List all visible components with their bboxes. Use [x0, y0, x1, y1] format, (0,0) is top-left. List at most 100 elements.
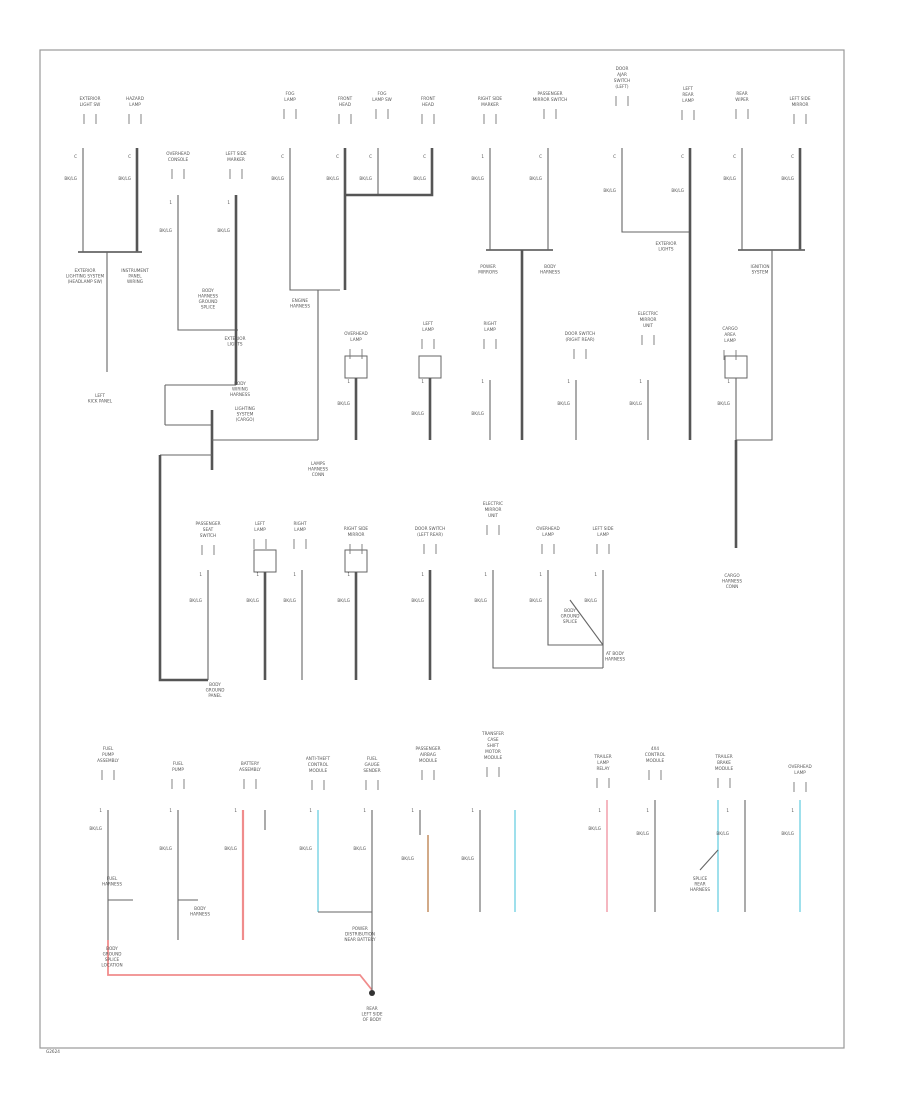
- pin-number-label: 1: [539, 572, 542, 577]
- component-label: AJAR: [617, 72, 627, 77]
- component-label: LAMP SW: [372, 97, 392, 102]
- splice-note-label: NEAR BATTERY: [344, 937, 376, 942]
- splice-note-label: HARNESS: [198, 294, 218, 299]
- component-label: TRAILER: [593, 754, 611, 759]
- splice-note-label: (CARGO): [236, 417, 255, 422]
- component-label: LAMP: [294, 527, 306, 532]
- splice-note-label: BODY: [202, 288, 214, 293]
- wire-color-label: BK/LG: [411, 411, 424, 416]
- connector-bracket: [83, 114, 97, 124]
- component-label: SWITCH: [614, 78, 630, 83]
- component-label: LAMP: [724, 338, 736, 343]
- connector-bracket: [641, 335, 655, 345]
- splice-note-label: REAR: [366, 1006, 377, 1011]
- splice-note-label: LIGHTS: [658, 247, 674, 252]
- wire-color-label: BK/LG: [461, 856, 474, 861]
- pin-number-label: 1: [421, 572, 424, 577]
- wire-color-label: BK/LG: [271, 176, 284, 181]
- component-label: MODULE: [646, 758, 665, 763]
- pin-number-label: C: [791, 154, 794, 159]
- wire-color-label: BK/LG: [723, 176, 736, 181]
- pin-number-label: C: [733, 154, 736, 159]
- wire-color-label: BK/LG: [529, 598, 542, 603]
- component-label: LAMP: [350, 337, 362, 342]
- wire-color-label: BK/LG: [557, 401, 570, 406]
- wire-color-label: BK/LG: [159, 846, 172, 851]
- component-label: MOTOR: [485, 749, 501, 754]
- splice-note-label: WIRING: [232, 387, 248, 392]
- splice-note-label: SPLICE: [563, 619, 578, 624]
- splice-note-label: ENGINE: [292, 298, 308, 303]
- middle-row-2-wiring: [207, 549, 604, 680]
- splice-note-label: OF BODY: [363, 1017, 382, 1022]
- splice-note-label: EXTERIOR: [656, 241, 677, 246]
- wire-color-label: BK/LG: [471, 411, 484, 416]
- connector-bracket: [615, 96, 629, 106]
- connector-bracket: [648, 770, 662, 780]
- wire-color-label: BK/LG: [413, 176, 426, 181]
- connector-bracket: [253, 539, 267, 549]
- connector-bracket: [283, 109, 297, 119]
- component-label: HAZARD: [126, 96, 144, 101]
- wire-color-label: BK/LG: [283, 598, 296, 603]
- connector-bracket: [365, 780, 379, 790]
- connector-bracket: [486, 767, 500, 777]
- component-label: FOG: [286, 91, 295, 96]
- wire-color-label: BK/LG: [629, 401, 642, 406]
- connector-bracket: [128, 114, 142, 124]
- splice-note-label: GROUND: [561, 614, 580, 619]
- connector-bracket: [171, 169, 185, 179]
- component-label: LAMP: [682, 98, 694, 103]
- component-label: REAR: [682, 92, 693, 97]
- splice-note-label: HARNESS: [605, 657, 625, 662]
- connector-bracket: [793, 782, 807, 792]
- splice-note-label: POWER: [352, 926, 368, 931]
- component-label: SENDER: [363, 768, 380, 773]
- connector-bracket: [421, 770, 435, 780]
- splice-note-label: CONN: [312, 472, 325, 477]
- pin-number-label: 1: [471, 808, 474, 813]
- connector-bracket: [483, 114, 497, 124]
- component-label: MIRROR SWITCH: [533, 97, 568, 102]
- pin-number-label: C: [539, 154, 542, 159]
- component-label: GAUGE: [364, 762, 379, 767]
- component-label: LAMP: [422, 327, 434, 332]
- component-label: SEAT: [203, 527, 214, 532]
- pin-number-label: C: [613, 154, 616, 159]
- component-label: LAMP: [597, 760, 609, 765]
- component-label: FUEL: [173, 761, 184, 766]
- component-label: LAMP: [542, 532, 554, 537]
- connector-bracket: [541, 544, 555, 554]
- wire-color-label: BK/LG: [353, 846, 366, 851]
- splice-note-label: BODY: [564, 608, 576, 613]
- component-label: OVERHEAD: [344, 331, 368, 336]
- component-label: BATTERY: [241, 761, 260, 766]
- component-label: LAMP: [254, 527, 266, 532]
- splice-note-label: HARNESS: [722, 579, 742, 584]
- component-label: LEFT: [683, 86, 693, 91]
- pin-number-label: C: [681, 154, 684, 159]
- wire-color-label: BK/LG: [401, 856, 414, 861]
- wire-color-label: BK/LG: [224, 846, 237, 851]
- pin-number-label: 1: [99, 808, 102, 813]
- splice-note-label: HARNESS: [540, 270, 560, 275]
- component-label: PASSENGER: [415, 746, 440, 751]
- splice-note-label: HARNESS: [190, 912, 210, 917]
- component-label: FRONT: [421, 96, 436, 101]
- component-label: FUEL: [103, 746, 114, 751]
- splice-note-label: DISTRIBUTION: [345, 932, 375, 937]
- component-label: HEAD: [422, 102, 434, 107]
- splice-note-label: LIGHTING SYSTEM: [66, 274, 105, 279]
- component-label: FOG: [378, 91, 387, 96]
- splice-note-label: GROUND: [199, 299, 218, 304]
- component-label: CARGO: [722, 326, 738, 331]
- wire-color-label: BK/LG: [588, 826, 601, 831]
- pin-number-label: 1: [309, 808, 312, 813]
- splice-note-label: GROUND: [206, 688, 225, 693]
- splice-note-label: LIGHTING: [235, 406, 255, 411]
- connector-bracket: [486, 525, 500, 535]
- splice-note-label: LIGHTS: [227, 342, 243, 347]
- splice-note-label: PANEL: [208, 693, 222, 698]
- splice-note-label: SPLICE: [201, 305, 216, 310]
- wire-color-label: BK/LG: [471, 176, 484, 181]
